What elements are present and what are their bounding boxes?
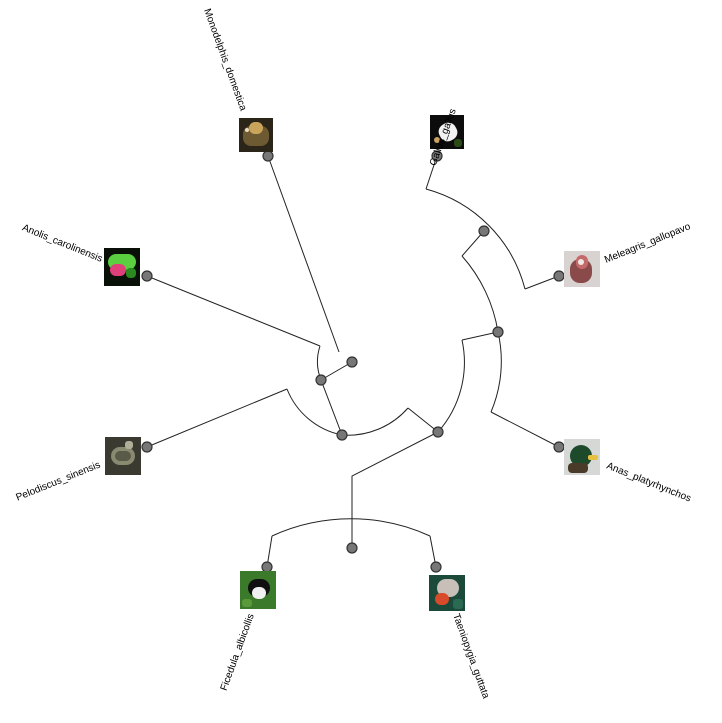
leaf-label-ficedula: Ficedula_albicollis <box>219 612 257 692</box>
leaf-node-taeniopygia[interactable] <box>430 561 442 573</box>
leaf-labels: Monodelphis_domestica Gallus_gallus Mele… <box>14 7 692 700</box>
leaf-node-pelodiscus[interactable] <box>141 441 153 453</box>
branch-internal-arc-left <box>286 388 343 436</box>
leaf-node-anas[interactable] <box>553 441 565 453</box>
branch-galliformes-arc <box>425 188 526 290</box>
branch-meleagris <box>524 275 560 290</box>
thumb-meleagris[interactable] <box>564 251 600 287</box>
internal-node-galliformes[interactable] <box>478 225 490 237</box>
thumb-anas[interactable] <box>564 439 600 475</box>
internal-nodes <box>315 225 504 554</box>
thumb-ficedula[interactable] <box>240 571 276 609</box>
thumb-taeniopygia[interactable] <box>429 575 465 611</box>
branch-bird-arc <box>437 339 465 433</box>
leaf-node-anolis[interactable] <box>141 270 153 282</box>
internal-node-amniota-mid[interactable] <box>315 374 327 386</box>
internal-node-galloanserae[interactable] <box>492 326 504 338</box>
leaf-node-ficedula[interactable] <box>261 561 273 573</box>
branch-monodelphis <box>267 155 340 353</box>
leaf-node-meleagris[interactable] <box>553 270 565 282</box>
branch-galloanserae-arc <box>461 255 499 333</box>
branch-anolis <box>146 275 321 347</box>
thumb-anolis[interactable] <box>104 248 140 286</box>
leaf-node-monodelphis[interactable] <box>262 150 274 162</box>
thumb-gallus[interactable] <box>430 115 464 149</box>
branch-pelodiscus <box>146 388 288 448</box>
branch-anas <box>490 411 560 448</box>
branches <box>146 155 560 568</box>
leaf-thumbnails <box>104 115 600 611</box>
leaf-label-anas: Anas_platyrhynchos <box>605 461 693 505</box>
thumb-monodelphis[interactable] <box>239 118 273 152</box>
internal-node-amniota-upper[interactable] <box>346 356 358 368</box>
internal-node-reptilia[interactable] <box>336 429 348 441</box>
leaf-label-meleagris: Meleagris_gallopavo <box>603 221 693 266</box>
branch-anas-arc <box>490 331 502 413</box>
internal-node-aves[interactable] <box>432 426 444 438</box>
branch-root <box>407 407 439 433</box>
branch-internal-upper-left <box>320 361 353 381</box>
leaf-label-pelodiscus: Pelodiscus_sinensis <box>14 460 102 504</box>
leaf-label-monodelphis: Monodelphis_domestica <box>201 7 248 113</box>
leaf-label-taeniopygia: Taeniopygia_guttata <box>450 612 491 700</box>
branch-gallus <box>425 155 438 190</box>
leaf-node-gallus[interactable] <box>431 150 443 162</box>
branch-bird-internal <box>461 331 499 341</box>
branch-passeriformes-arc <box>271 518 431 537</box>
leaf-label-anolis: Anolis_carolinensis <box>21 223 104 265</box>
thumb-pelodiscus[interactable] <box>105 437 141 475</box>
branch-passeriformes <box>351 431 439 548</box>
branch-root-arc <box>341 407 409 436</box>
branch-internal-left <box>320 379 343 436</box>
internal-node-passeriformes[interactable] <box>346 542 358 554</box>
